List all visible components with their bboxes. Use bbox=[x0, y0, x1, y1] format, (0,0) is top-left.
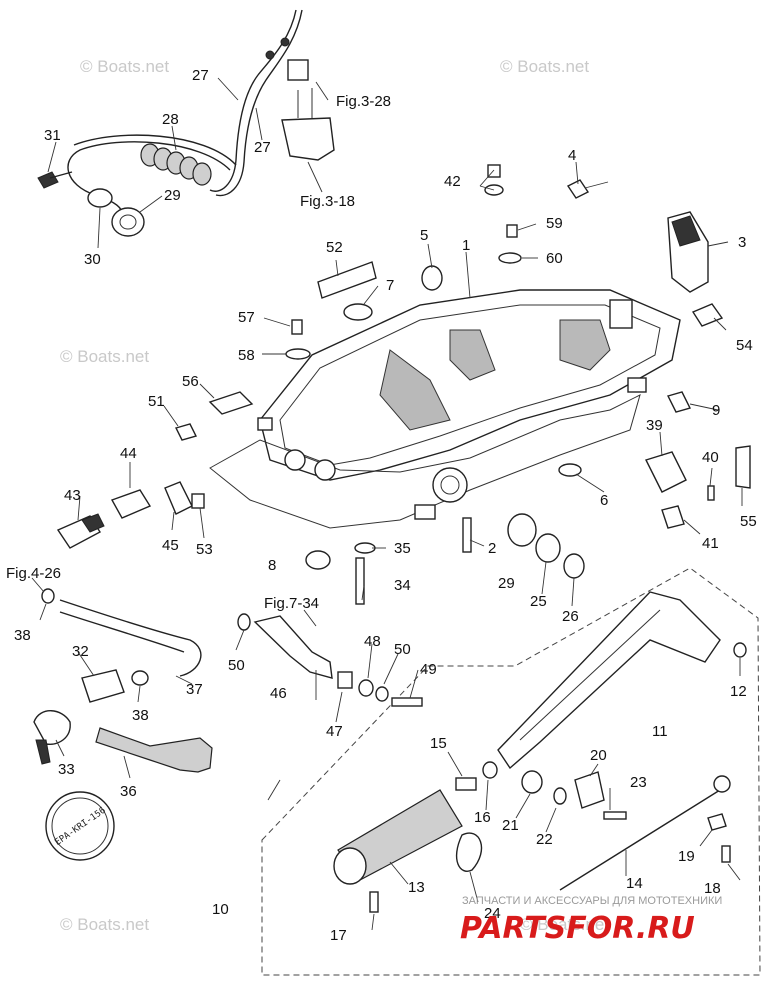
callout-50a: 50 bbox=[228, 657, 245, 674]
callout-2: 2 bbox=[488, 540, 496, 557]
part-callouts: 1 2 3 4 5 6 7 8 9 10 11 12 13 14 15 16 1… bbox=[14, 67, 757, 944]
callout-4: 4 bbox=[568, 147, 576, 164]
right-middle-parts bbox=[507, 391, 751, 579]
left-small-parts bbox=[56, 423, 205, 549]
callout-49: 49 bbox=[420, 661, 437, 678]
callout-15: 15 bbox=[430, 735, 447, 752]
footer-branding: ЗАПЧАСТИ И АКСЕССУАРЫ ДЛЯ МОТОТЕХНИКИ PA… bbox=[460, 895, 722, 946]
tiller-handle bbox=[333, 591, 747, 913]
watermark-5: © Boats.net bbox=[60, 915, 149, 934]
callout-28: 28 bbox=[162, 111, 179, 128]
callout-36: 36 bbox=[120, 783, 137, 800]
callout-25: 25 bbox=[530, 593, 547, 610]
callout-29a: 29 bbox=[164, 187, 181, 204]
callout-16: 16 bbox=[474, 809, 491, 826]
callout-41: 41 bbox=[702, 535, 719, 552]
callout-14: 14 bbox=[626, 875, 643, 892]
callout-43: 43 bbox=[64, 487, 81, 504]
lower-left-parts: EPA-KRI-156 bbox=[33, 588, 213, 861]
watermark-3: © Boats.net bbox=[60, 347, 149, 366]
callout-60: 60 bbox=[546, 250, 563, 267]
callout-44: 44 bbox=[120, 445, 137, 462]
callout-42: 42 bbox=[444, 173, 461, 190]
callout-9: 9 bbox=[712, 402, 720, 419]
callout-48: 48 bbox=[364, 633, 381, 650]
callout-51: 51 bbox=[148, 393, 165, 410]
cable-bracket bbox=[265, 37, 335, 161]
callout-46: 46 bbox=[270, 685, 287, 702]
callout-59: 59 bbox=[546, 215, 563, 232]
callout-19: 19 bbox=[678, 848, 695, 865]
callout-39: 39 bbox=[646, 417, 663, 434]
callout-55: 55 bbox=[740, 513, 757, 530]
callout-8: 8 bbox=[268, 557, 276, 574]
callout-35: 35 bbox=[394, 540, 411, 557]
figure-references: Fig.3-28 Fig.3-18 Fig.4-26 Fig.7-34 bbox=[6, 93, 391, 612]
callout-33: 33 bbox=[58, 761, 75, 778]
callout-50b: 50 bbox=[394, 641, 411, 658]
callout-32: 32 bbox=[72, 643, 89, 660]
callout-11: 11 bbox=[652, 723, 668, 740]
callout-3: 3 bbox=[738, 234, 746, 251]
callout-22: 22 bbox=[536, 831, 553, 848]
watermark-6: © Boats.net bbox=[520, 915, 609, 934]
callout-27a: 27 bbox=[192, 67, 209, 84]
callout-18: 18 bbox=[704, 880, 721, 897]
callout-31: 31 bbox=[44, 127, 61, 144]
callout-24: 24 bbox=[484, 905, 501, 922]
watermark-2: © Boats.net bbox=[500, 57, 589, 76]
fig-ref-7-34: Fig.7-34 bbox=[264, 595, 319, 612]
callout-5: 5 bbox=[420, 227, 428, 244]
fig-ref-4-26: Fig.4-26 bbox=[6, 565, 61, 582]
watermark-1: © Boats.net bbox=[80, 57, 169, 76]
callout-12: 12 bbox=[730, 683, 747, 700]
callout-47: 47 bbox=[326, 723, 343, 740]
callout-37: 37 bbox=[186, 681, 203, 698]
callout-1: 1 bbox=[462, 237, 470, 254]
footer-logo: PARTSFOR.RU bbox=[460, 911, 695, 946]
callout-34: 34 bbox=[394, 577, 411, 594]
callout-26: 26 bbox=[562, 608, 579, 625]
callout-23: 23 bbox=[630, 774, 647, 791]
callout-27b: 27 bbox=[254, 139, 271, 156]
callout-7: 7 bbox=[386, 277, 394, 294]
callout-45: 45 bbox=[162, 537, 179, 554]
shift-cable-group bbox=[37, 9, 303, 237]
callout-38b: 38 bbox=[132, 707, 149, 724]
latch-parts bbox=[566, 179, 724, 327]
callout-21: 21 bbox=[502, 817, 519, 834]
callout-38a: 38 bbox=[14, 627, 31, 644]
callout-6: 6 bbox=[600, 492, 608, 509]
callout-56: 56 bbox=[182, 373, 199, 390]
callout-58: 58 bbox=[238, 347, 255, 364]
callout-10: 10 bbox=[212, 901, 229, 918]
tiller-assembly-boundary bbox=[261, 567, 761, 976]
callout-54: 54 bbox=[736, 337, 753, 354]
middle-lower-parts bbox=[237, 517, 472, 707]
callout-52: 52 bbox=[326, 239, 343, 256]
callout-17: 17 bbox=[330, 927, 347, 944]
callout-13: 13 bbox=[408, 879, 425, 896]
callout-29b: 29 bbox=[498, 575, 515, 592]
fig-ref-3-18: Fig.3-18 bbox=[300, 193, 355, 210]
leader-lines bbox=[31, 77, 743, 931]
callout-30: 30 bbox=[84, 251, 101, 268]
callout-53: 53 bbox=[196, 541, 213, 558]
bottom-cowling bbox=[209, 289, 681, 529]
footer-subtitle: ЗАПЧАСТИ И АКСЕССУАРЫ ДЛЯ МОТОТЕХНИКИ bbox=[462, 895, 722, 907]
callout-20: 20 bbox=[590, 747, 607, 764]
callout-40: 40 bbox=[702, 449, 719, 466]
callout-57: 57 bbox=[238, 309, 255, 326]
fig-ref-3-28: Fig.3-28 bbox=[336, 93, 391, 110]
